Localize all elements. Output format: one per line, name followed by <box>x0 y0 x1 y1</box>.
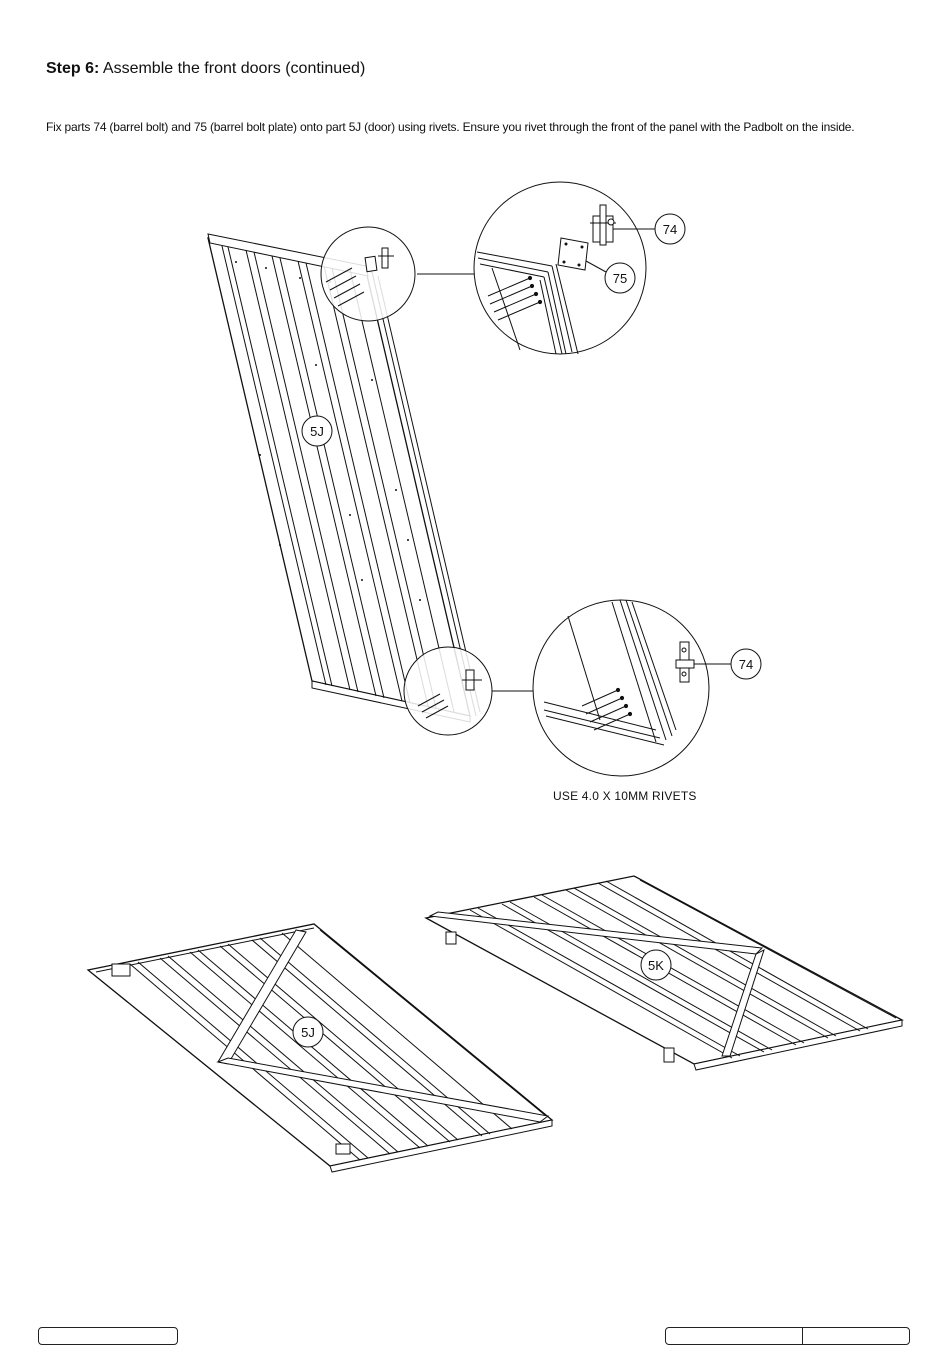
bottom-detail-circle <box>404 647 541 735</box>
callout-label-75-top: 75 <box>613 271 627 286</box>
callout-label-74-bottom: 74 <box>739 657 753 672</box>
callout-label-5j-flat: 5J <box>301 1025 315 1040</box>
bottom-enlarged-detail <box>533 600 732 776</box>
callout-label-5j-upright: 5J <box>310 424 324 439</box>
callout-label-5k-flat: 5K <box>648 958 664 973</box>
rivet-note: USE 4.0 X 10MM RIVETS <box>553 789 697 803</box>
footer-right-box <box>665 1327 910 1345</box>
footer-right-text-a <box>666 1328 802 1344</box>
footer-left-box <box>38 1327 178 1345</box>
callout-label-74-top: 74 <box>663 222 677 237</box>
door-panel-flat-left <box>88 924 552 1172</box>
footer-right-text-b <box>803 1328 909 1344</box>
footer-left-text <box>39 1328 177 1344</box>
top-detail-circle <box>321 227 478 321</box>
